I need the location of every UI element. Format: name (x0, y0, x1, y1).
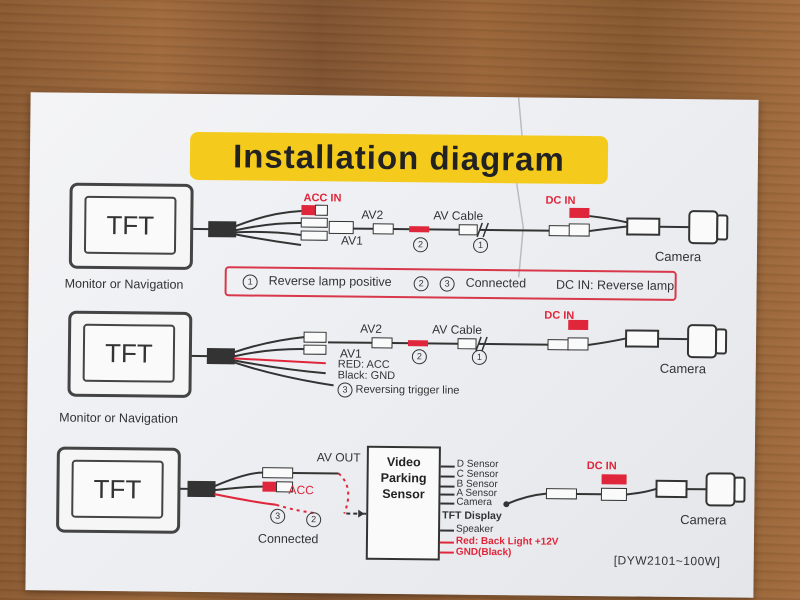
gnd-black-label: GND(Black) (455, 546, 512, 559)
av-cable-label-1: AV Cable (433, 208, 484, 223)
diagram3-connectors (262, 467, 628, 518)
mark-1-d1: 1 (472, 237, 491, 253)
camera-plug-1 (626, 217, 661, 236)
camera-plug-3 (655, 479, 688, 499)
av-out-label: AV OUT (316, 450, 361, 465)
mark-2-d1: 2 (412, 236, 431, 253)
camera-label-3: Camera (680, 512, 727, 528)
tft-display-label: TFT Display (442, 509, 502, 523)
camera-label-1: Camera (654, 248, 702, 265)
dc-in-label-3: DC IN (586, 460, 617, 473)
camera-icon-3 (705, 472, 746, 507)
av2-label-2: AV2 (360, 321, 383, 336)
speaker-label: Speaker (456, 523, 494, 536)
title-banner: Installation diagram (189, 131, 609, 185)
paper-tear (515, 97, 524, 278)
wiring-lines (166, 97, 746, 554)
camera-label-2: Camera (659, 360, 707, 377)
monitor-icon-3: TFT (56, 446, 181, 534)
legend-dc-in: DC IN: Reverse lamp (556, 277, 675, 293)
acc-in-label: ACC IN (303, 192, 342, 205)
mark-2-d3: 2 (306, 511, 324, 528)
camera-plug-2 (624, 329, 660, 348)
page-title: Installation diagram (232, 137, 566, 178)
camera-icon-1 (688, 210, 729, 245)
mark-2-d2: 2 (411, 348, 430, 365)
monitor-caption-2: Monitor or Navigation (59, 410, 179, 426)
model-code: [DYW2101~100W] (613, 553, 721, 569)
camera-port-label: Camera (456, 496, 492, 509)
monitor-icon-2: TFT (67, 310, 193, 398)
tft-screen-1: TFT (83, 195, 177, 255)
junction-box-1 (208, 221, 237, 238)
monitor-icon-1: TFT (68, 182, 194, 270)
av-cable-label-2: AV Cable (432, 322, 483, 337)
dc-in-label-2: DC IN (544, 309, 575, 322)
camera-icon-2 (686, 324, 728, 359)
tft-screen-3: TFT (71, 459, 164, 519)
av1-label-1: AV1 (341, 233, 363, 248)
sensor-title-line3: Sensor (382, 486, 425, 502)
dc-in-label-1: DC IN (545, 194, 576, 207)
tft-screen-2: TFT (82, 323, 176, 383)
video-parking-sensor-box: Video Parking Sensor (365, 445, 441, 561)
mark-1-d2: 1 (471, 349, 490, 365)
acc-label-3: ACC (288, 482, 314, 498)
instruction-sheet: Installation diagram TFT Monitor or Navi… (25, 92, 759, 598)
junction-box-3 (187, 480, 216, 498)
junction-box-2 (206, 348, 235, 365)
diagram2-connectors (303, 319, 589, 355)
monitor-caption-1: Monitor or Navigation (64, 276, 184, 292)
black-gnd-label: Black: GND (337, 369, 396, 383)
mark-3-d3: 3 (270, 508, 288, 524)
sensor-title-line1: Video (386, 454, 421, 470)
av2-label-1: AV2 (361, 207, 384, 222)
sensor-title-line2: Parking (380, 470, 427, 486)
diagram1-connectors (300, 204, 590, 241)
connected-label: Connected (257, 531, 319, 547)
